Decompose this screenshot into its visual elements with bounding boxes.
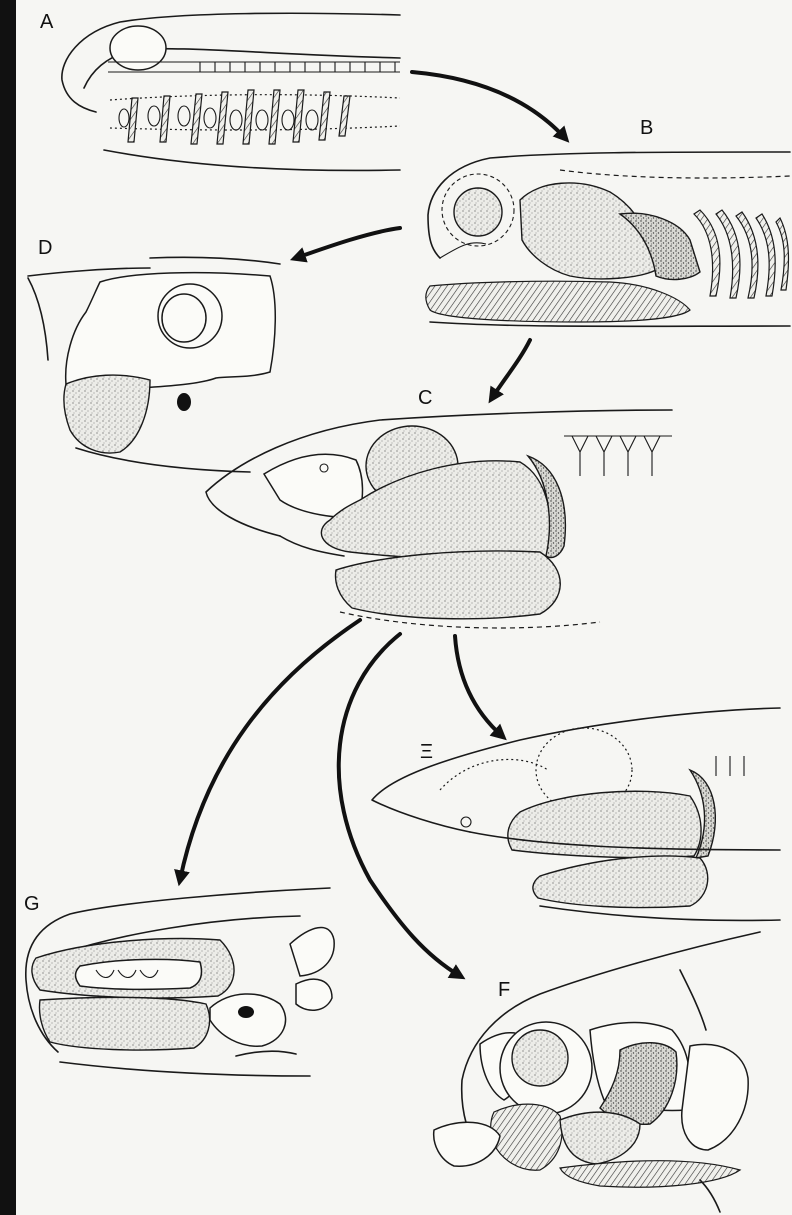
gill-bars-b [694, 210, 788, 298]
panel-g: G [24, 888, 334, 1076]
panel-a: A [40, 11, 400, 170]
vertebrae-c [572, 436, 660, 476]
arrow-b-to-d [296, 228, 400, 258]
panel-label-b: B [640, 117, 653, 139]
panel-label-d: D [38, 237, 52, 259]
arrow-c-to-e [455, 636, 502, 736]
panel-c: C [206, 387, 672, 628]
panel-label-g: G [24, 893, 40, 915]
panel-label-f: F [498, 979, 510, 1001]
panel-d: D [28, 237, 280, 472]
panel-f: F [434, 932, 760, 1212]
notochord-segments [200, 62, 395, 72]
panel-label-e: Ξ [420, 741, 433, 763]
arrow-c-to-f [339, 634, 460, 976]
panel-label-c: C [418, 387, 432, 409]
panel-e: Ξ [372, 708, 780, 920]
panel-label-a: A [40, 11, 54, 33]
arrow-c-to-g [180, 620, 360, 880]
gill-arches [119, 90, 350, 144]
panel-b: B [426, 117, 790, 326]
arrow-a-to-b [412, 72, 565, 138]
arrow-b-to-c [492, 340, 530, 398]
